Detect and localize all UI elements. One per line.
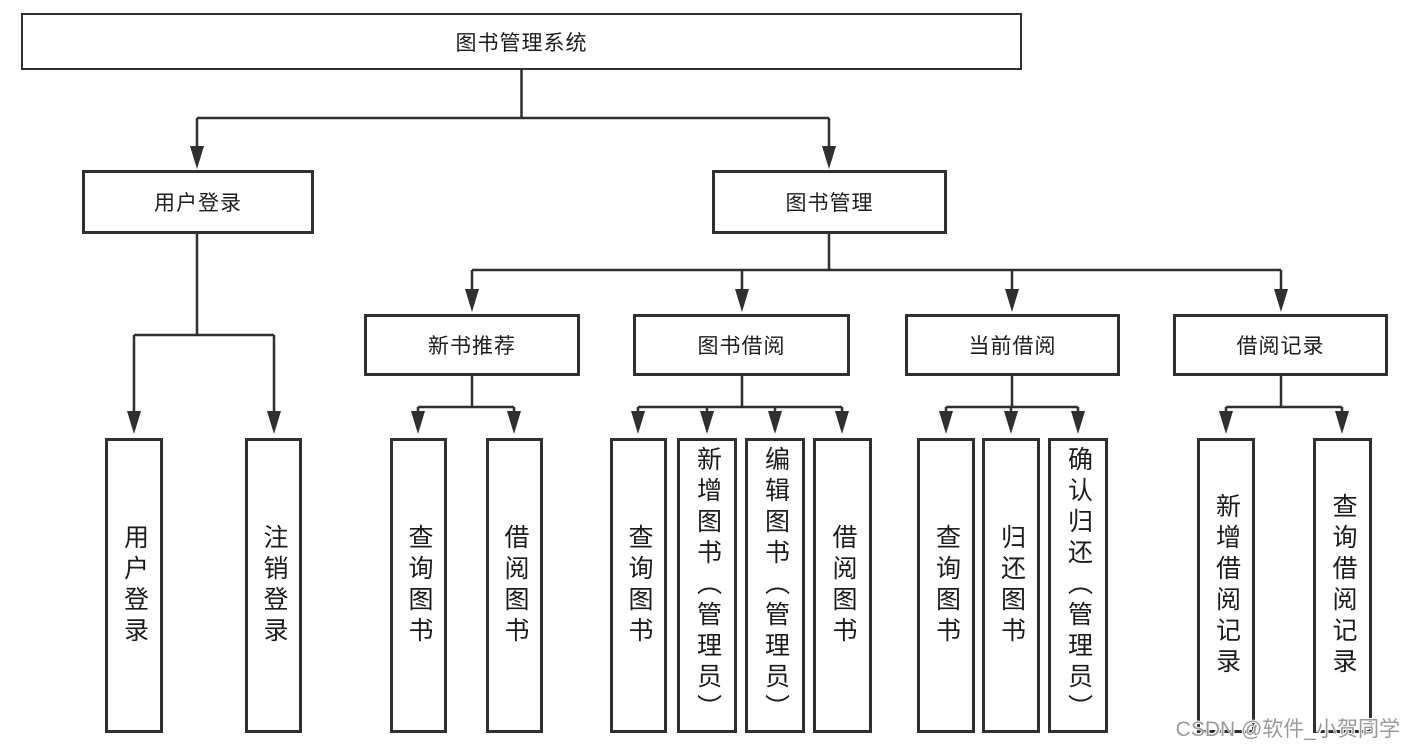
node-book-management-label: 图书管理 [785, 192, 874, 215]
arrow-down-icon [735, 289, 749, 312]
arrow-down-icon [822, 146, 836, 169]
node-user-login-label: 用户登录 [154, 192, 242, 215]
arrow-down-icon [631, 411, 645, 434]
arrow-down-icon [835, 411, 849, 434]
leaf-user-login-label: 用户登录 [120, 523, 149, 648]
arrow-down-icon [768, 411, 782, 434]
node-new-book-recommend-label: 新书推荐 [428, 335, 516, 358]
node-book-management: 图书管理 [712, 170, 947, 234]
arrow-down-icon [190, 146, 204, 169]
arrowheads [127, 146, 1349, 434]
leaf-recommend-query-books-label: 查询图书 [405, 523, 433, 648]
arrow-down-icon [1004, 411, 1018, 434]
leaf-add-borrow-record: 新增借阅记录 [1197, 438, 1255, 733]
csdn-watermark: CSDN @软件_小贺同学 [1175, 718, 1400, 741]
arrow-down-icon [1071, 411, 1085, 434]
arrow-down-icon [127, 411, 141, 434]
leaf-return-books-label: 归还图书 [997, 523, 1026, 648]
leaf-current-query-books-label: 查询图书 [932, 523, 961, 648]
arrow-down-icon [1005, 289, 1019, 312]
node-borrow-records: 借阅记录 [1173, 314, 1388, 376]
connector-current-borrow [944, 376, 1080, 414]
leaf-recommend-borrow-books-label: 借阅图书 [501, 523, 529, 648]
leaf-edit-books-admin-label: 编辑图书（管理员） [761, 446, 790, 725]
node-current-borrow: 当前借阅 [905, 314, 1120, 376]
node-book-borrow: 图书借阅 [633, 314, 850, 376]
leaf-add-borrow-record-label: 新增借阅记录 [1212, 492, 1241, 679]
arrow-down-icon [267, 411, 281, 434]
arrow-down-icon [1335, 411, 1349, 434]
leaf-current-query-books: 查询图书 [917, 438, 975, 733]
node-root-label: 图书管理系统 [455, 31, 588, 55]
arrow-down-icon [939, 411, 953, 434]
arrow-down-icon [1274, 289, 1288, 312]
leaf-edit-books-admin: 编辑图书（管理员） [745, 438, 805, 733]
node-borrow-records-label: 借阅记录 [1236, 335, 1325, 358]
node-book-borrow-label: 图书借阅 [697, 335, 786, 358]
arrow-down-icon [465, 289, 479, 312]
leaf-logout: 注销登录 [245, 438, 302, 733]
connector-root [195, 70, 831, 150]
leaf-query-borrow-record: 查询借阅记录 [1313, 438, 1372, 733]
leaf-confirm-return-admin-label: 确认归还（管理员） [1064, 446, 1093, 725]
node-root: 图书管理系统 [21, 13, 1022, 70]
leaf-borrow-books-label: 借阅图书 [829, 523, 857, 648]
leaf-return-books: 归还图书 [982, 438, 1040, 733]
connector-book-borrow [636, 376, 844, 414]
leaf-recommend-query-books: 查询图书 [390, 438, 447, 733]
leaf-logout-label: 注销登录 [260, 523, 288, 648]
arrow-down-icon [411, 411, 425, 434]
leaf-borrow-books: 借阅图书 [813, 438, 872, 733]
arrow-down-icon [507, 411, 521, 434]
arrow-down-icon [1219, 411, 1233, 434]
leaf-add-books-admin-label: 新增图书（管理员） [693, 446, 722, 725]
leaf-add-books-admin: 新增图书（管理员） [677, 438, 737, 733]
node-new-book-recommend: 新书推荐 [364, 314, 580, 376]
node-current-borrow-label: 当前借阅 [968, 335, 1057, 358]
leaf-recommend-borrow-books: 借阅图书 [486, 438, 543, 733]
connector-user-login [132, 234, 276, 414]
connector-book-management [470, 234, 1283, 292]
leaf-confirm-return-admin: 确认归还（管理员） [1048, 438, 1108, 733]
connector-new-book-recommend [416, 376, 516, 414]
leaf-query-borrow-record-label: 查询借阅记录 [1329, 492, 1357, 679]
arrow-down-icon [700, 411, 714, 434]
leaf-user-login: 用户登录 [105, 438, 163, 733]
connector-borrow-records [1224, 376, 1344, 414]
leaf-borrow-query-books: 查询图书 [610, 438, 667, 733]
node-user-login: 用户登录 [82, 170, 314, 234]
leaf-borrow-query-books-label: 查询图书 [625, 523, 653, 648]
